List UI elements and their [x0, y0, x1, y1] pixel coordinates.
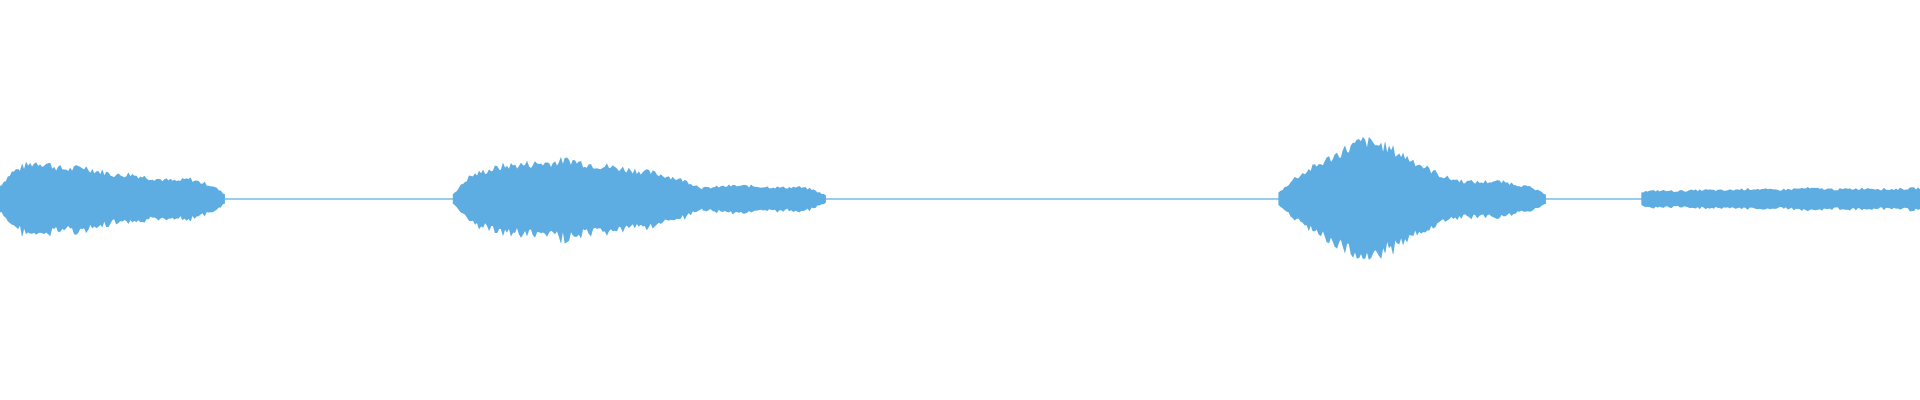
waveform-segment-2	[452, 156, 703, 244]
waveform-segment-1	[0, 161, 225, 237]
waveform-segment-3	[702, 184, 826, 215]
waveform-segment-5	[1641, 187, 1920, 212]
waveform-segments	[0, 136, 1920, 260]
waveform-segment-4	[1278, 136, 1546, 260]
